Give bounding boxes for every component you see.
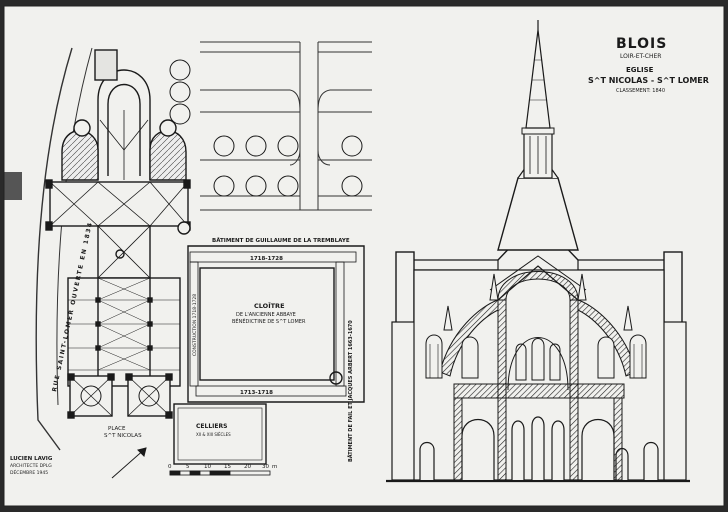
label-cloister-dates-top: 1718-1728 xyxy=(250,256,283,262)
clerestory-windows xyxy=(507,337,569,391)
choir-apse xyxy=(61,49,187,181)
scale-label: 30 xyxy=(262,464,269,470)
drawing-date: DÉCEMBRE 1945 xyxy=(10,468,48,476)
church-section xyxy=(386,20,690,483)
architect-name: LUCIEN LAVIG xyxy=(10,456,53,462)
cellars xyxy=(173,403,267,465)
title-classification: CLASSEMENT: 1840 xyxy=(616,88,665,94)
sheet-border xyxy=(3,5,725,507)
label-cloister-title: CLOÎTRE xyxy=(254,301,285,310)
label-building-north: BÂTIMENT DE GUILLAUME DE LA TREMBLAYE xyxy=(212,237,350,244)
triforium-band xyxy=(453,383,625,399)
architect-role: ARCHITECTE DPLG xyxy=(10,463,52,469)
left-aisle-roof xyxy=(399,259,499,271)
scale-label: 0 xyxy=(168,464,172,470)
crossing xyxy=(97,225,151,279)
right-aisle-roof xyxy=(577,259,673,271)
title-block: BLOIS LOIR-ET-CHER EGLISE S^T NICOLAS - … xyxy=(588,36,709,94)
spire xyxy=(525,29,551,129)
cloister xyxy=(187,245,365,403)
label-building-east: BÂTIMENT DE FAIL ET JACQUES ARBERT 1663-… xyxy=(347,320,354,462)
street-edge xyxy=(35,47,73,451)
scale-label: 10 xyxy=(204,464,211,470)
site-plan: 0 5 10 15 20 30 m RUE SAINT-LOMER OUVERT… xyxy=(10,41,372,479)
title-building-name: S^T NICOLAS - S^T LOMER xyxy=(588,76,709,85)
garden-trees xyxy=(169,59,363,197)
transept xyxy=(45,179,191,231)
north-arrow xyxy=(111,447,147,479)
west-towers xyxy=(67,373,173,419)
scale-labels: 0 5 10 15 20 30 m xyxy=(168,464,277,470)
label-cloister-sub2: BÉNÉDICTINE DE S^T LOMER xyxy=(232,317,306,325)
scale-unit: m xyxy=(272,464,277,470)
stair-turret xyxy=(177,221,191,235)
label-cloister-dates-bottom: 1713-1718 xyxy=(240,390,273,396)
label-cloister-dates-left: CONSTRUCTION 1718-1728 xyxy=(192,294,198,356)
pinnacles xyxy=(443,273,633,331)
aisle-windows xyxy=(425,334,647,379)
label-square-sub: S^T NICOLAS xyxy=(104,433,142,439)
label-square-name: PLACE xyxy=(108,426,126,432)
title-building-type: EGLISE xyxy=(626,66,654,74)
label-cellars-sub: XII & XIII SIÈCLES xyxy=(196,432,231,437)
lower-arcade xyxy=(419,416,659,480)
garden-grid xyxy=(200,41,372,211)
scale-bar xyxy=(169,470,271,476)
label-cellars: CELLIERS xyxy=(196,423,227,430)
left-edge-mark xyxy=(4,172,22,200)
title-department: LOIR-ET-CHER xyxy=(620,53,661,60)
label-cloister-sub1: DE L'ANCIENNE ABBAYE xyxy=(236,312,296,318)
title-city: BLOIS xyxy=(616,36,667,52)
scale-label: 20 xyxy=(244,464,251,470)
scale-label: 5 xyxy=(186,464,190,470)
nave xyxy=(67,277,181,387)
scale-label: 15 xyxy=(224,464,231,470)
